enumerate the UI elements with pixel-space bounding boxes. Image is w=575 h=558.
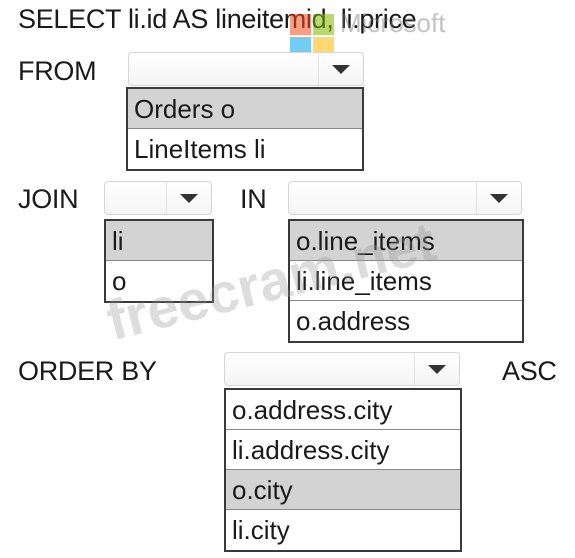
order-by-option[interactable]: o.city xyxy=(226,470,460,510)
in-dropdown-toggle[interactable] xyxy=(476,182,521,214)
from-dropdown[interactable] xyxy=(128,52,364,86)
join-dropdown[interactable] xyxy=(104,181,212,215)
chevron-down-icon xyxy=(180,194,198,203)
order-by-option[interactable]: li.address.city xyxy=(226,430,460,470)
in-label: IN xyxy=(240,184,267,214)
in-dropdown[interactable] xyxy=(288,181,522,215)
from-option[interactable]: LineItems li xyxy=(134,134,266,164)
chevron-down-icon xyxy=(490,194,508,203)
logo-green-square xyxy=(313,14,334,35)
from-dropdown-toggle[interactable] xyxy=(318,53,363,85)
order-by-dropdown[interactable] xyxy=(224,352,460,386)
order-by-option[interactable]: o.address.city xyxy=(226,390,460,430)
sort-direction-label: ASC xyxy=(502,356,557,386)
order-by-dropdown-toggle[interactable] xyxy=(414,353,459,385)
in-option[interactable]: o.line_items xyxy=(290,221,522,261)
join-options-list: li o xyxy=(104,219,214,303)
order-by-option[interactable]: li.city xyxy=(232,515,290,545)
join-option[interactable]: li xyxy=(106,221,212,261)
select-statement-text: SELECT li.id AS lineitemid, li.price xyxy=(18,4,417,34)
join-dropdown-toggle[interactable] xyxy=(166,182,211,214)
chevron-down-icon xyxy=(332,65,350,74)
in-option[interactable]: o.address xyxy=(296,306,411,336)
order-by-label: ORDER BY xyxy=(18,356,157,386)
join-option[interactable]: o xyxy=(112,266,127,296)
from-option[interactable]: Orders o xyxy=(128,89,362,129)
order-by-options-list: o.address.city li.address.city o.city li… xyxy=(224,388,462,552)
join-label: JOIN xyxy=(18,184,79,214)
in-option[interactable]: li.line_items xyxy=(290,261,522,301)
in-options-list: o.line_items li.line_items o.address xyxy=(288,219,524,343)
from-options-list: Orders o LineItems li xyxy=(126,87,364,171)
chevron-down-icon xyxy=(428,365,446,374)
from-label: FROM xyxy=(18,56,97,86)
logo-red-square xyxy=(290,14,311,35)
